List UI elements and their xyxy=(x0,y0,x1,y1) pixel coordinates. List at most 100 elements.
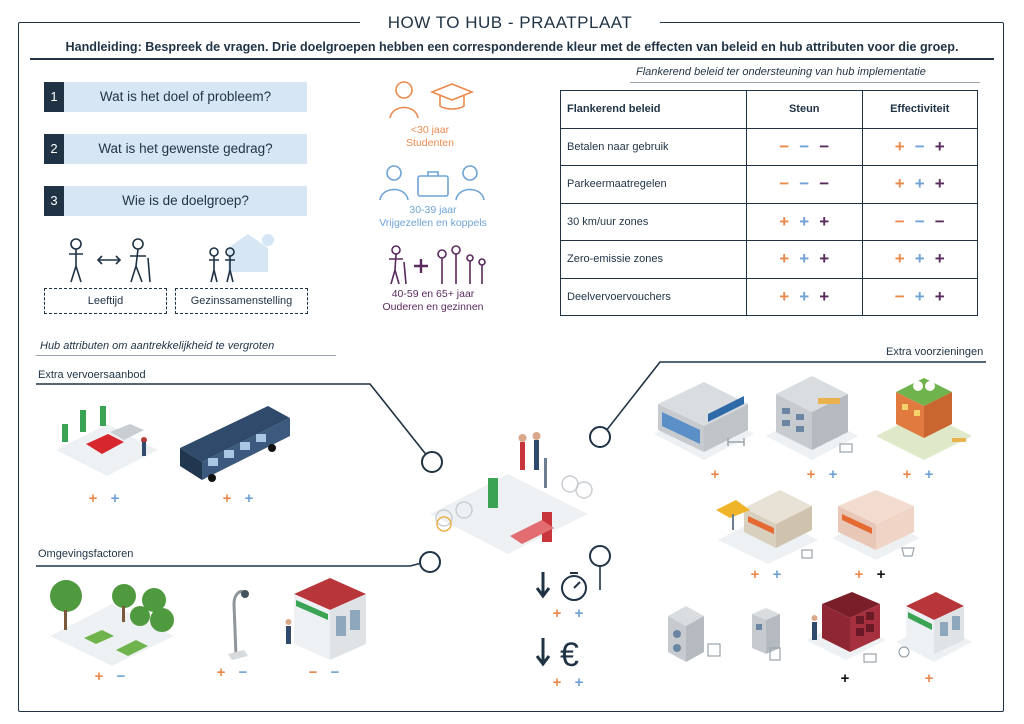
effect-mark: + xyxy=(934,136,945,156)
support-mark: + xyxy=(819,211,830,231)
plus-mark: + xyxy=(854,566,864,583)
support-cell: −−− xyxy=(746,165,863,204)
plus-mark: + xyxy=(902,466,912,483)
group-1-age: <30 jaar xyxy=(410,124,450,136)
header-policy: Flankerend beleid xyxy=(560,90,747,129)
question-number-3: 3 xyxy=(44,186,64,216)
group-3-name: Ouderen en gezinnen xyxy=(382,301,484,313)
parcel-locker-illustration xyxy=(806,592,886,663)
support-mark: − xyxy=(779,174,790,194)
effect-mark: + xyxy=(914,174,925,194)
plus-mark: + xyxy=(750,566,760,583)
streetlight-illustration xyxy=(228,590,249,660)
table-row: Deelvervoervouchers + + + − + + xyxy=(560,277,978,316)
table-row: Zero-emissie zones +++ +++ xyxy=(560,240,978,279)
streetlight-marks: +− xyxy=(210,664,254,681)
support-mark: + xyxy=(779,286,790,306)
effect-mark: − xyxy=(914,136,925,156)
parcel-locker-marks: + xyxy=(834,670,856,687)
support-cell: −−− xyxy=(746,127,863,166)
support-cell: + + + xyxy=(746,277,863,316)
support-mark: + xyxy=(779,249,790,269)
support-mark: − xyxy=(819,136,830,156)
plus-mark: + xyxy=(924,466,934,483)
plus-mark: + xyxy=(88,490,98,507)
instructions-text: Handleiding: Bespreek de vragen. Drie do… xyxy=(65,40,959,54)
support-mark: − xyxy=(799,174,810,194)
stopwatch-marks: ++ xyxy=(546,605,590,622)
policy-name: 30 km/uur zones xyxy=(560,202,747,241)
household-label: Gezinssamenstelling xyxy=(175,288,308,314)
support-mark: + xyxy=(819,286,830,306)
policy-name: Parkeermaatregelen xyxy=(560,165,747,204)
policy-name: Betalen naar gebruik xyxy=(560,127,747,166)
hub-node-tariffs xyxy=(589,545,611,567)
policy-title-line xyxy=(630,82,980,83)
atm-illustration xyxy=(752,608,781,661)
support-mark: + xyxy=(799,286,810,306)
support-mark: + xyxy=(779,211,790,231)
cafe-marks: ++ xyxy=(744,566,788,583)
effect-mark: + xyxy=(934,286,945,306)
environment-title: Omgevingsfactoren xyxy=(38,548,134,560)
gym-illustration xyxy=(654,382,754,460)
plus-mark: + xyxy=(216,664,226,681)
svg-text:€: € xyxy=(560,636,579,674)
instructions-underline xyxy=(30,58,994,60)
group-2-name: Vrijgezellen en koppels xyxy=(379,217,487,229)
policy-name: Deelvervoervouchers xyxy=(560,277,747,316)
shop-marks: −− xyxy=(302,664,346,681)
support-mark: + xyxy=(819,249,830,269)
table-row: Parkeermaatregelen −−− +++ xyxy=(560,165,978,204)
support-mark: − xyxy=(819,174,830,194)
office-marks: ++ xyxy=(800,466,844,483)
effect-mark: + xyxy=(894,136,905,156)
gym-marks: + xyxy=(704,466,726,483)
supermarket-marks: ++ xyxy=(848,566,892,583)
effect-mark: + xyxy=(914,249,925,269)
effectiveness-cell: −++ xyxy=(861,277,978,316)
effect-mark: + xyxy=(934,249,945,269)
support-cell: + + + xyxy=(746,240,863,279)
question-3: Wie is de doelgroep? xyxy=(64,186,307,216)
effect-mark: − xyxy=(894,211,905,231)
cafe-illustration xyxy=(716,490,818,564)
stopwatch-down-icon xyxy=(535,572,587,601)
park-illustration xyxy=(50,580,174,666)
plus-mark: + xyxy=(574,605,584,622)
pickup-point-illustration xyxy=(896,592,972,662)
effect-mark: − xyxy=(894,286,905,306)
group-1-name: Studenten xyxy=(406,137,454,149)
elderly-families-icon xyxy=(389,245,486,285)
table-row: 30 km/uur zones +++ −−− xyxy=(560,202,978,241)
plus-mark: + xyxy=(244,490,254,507)
car-sharing-marks: ++ xyxy=(82,490,126,507)
hub-title-line xyxy=(36,355,336,356)
hub-node-transport xyxy=(421,451,443,473)
support-mark: + xyxy=(799,249,810,269)
supermarket-illustration xyxy=(832,490,920,560)
table-header-row: Flankerend beleid Steun Effectiviteit xyxy=(560,90,978,129)
support-mark: − xyxy=(779,136,790,156)
plus-mark: + xyxy=(772,566,782,583)
pickup-point-marks: + xyxy=(918,670,940,687)
hub-title: Hub attributen om aantrekkelijkheid te v… xyxy=(40,340,275,352)
transport-title: Extra vervoersaanbod xyxy=(38,369,146,381)
minus-mark: − xyxy=(308,664,318,681)
policy-table: Flankerend beleid Steun Effectiviteit Be… xyxy=(560,90,978,316)
header-support: Steun xyxy=(746,90,863,129)
household-icon xyxy=(209,234,274,283)
car-sharing-illustration xyxy=(56,406,158,476)
plus-mark: + xyxy=(222,490,232,507)
plus-mark: + xyxy=(840,670,850,687)
policy-title: Flankerend beleid ter ondersteuning van … xyxy=(636,66,926,78)
bus-illustration xyxy=(178,406,292,482)
page-title: HOW TO HUB - PRAATPLAAT xyxy=(360,10,660,36)
support-mark: − xyxy=(799,136,810,156)
plus-mark: + xyxy=(552,605,562,622)
effect-mark: + xyxy=(894,174,905,194)
bus-marks: ++ xyxy=(216,490,260,507)
effect-mark: − xyxy=(934,211,945,231)
group-3-age: 40-59 en 65+ jaar xyxy=(391,288,475,300)
plus-mark: + xyxy=(806,466,816,483)
